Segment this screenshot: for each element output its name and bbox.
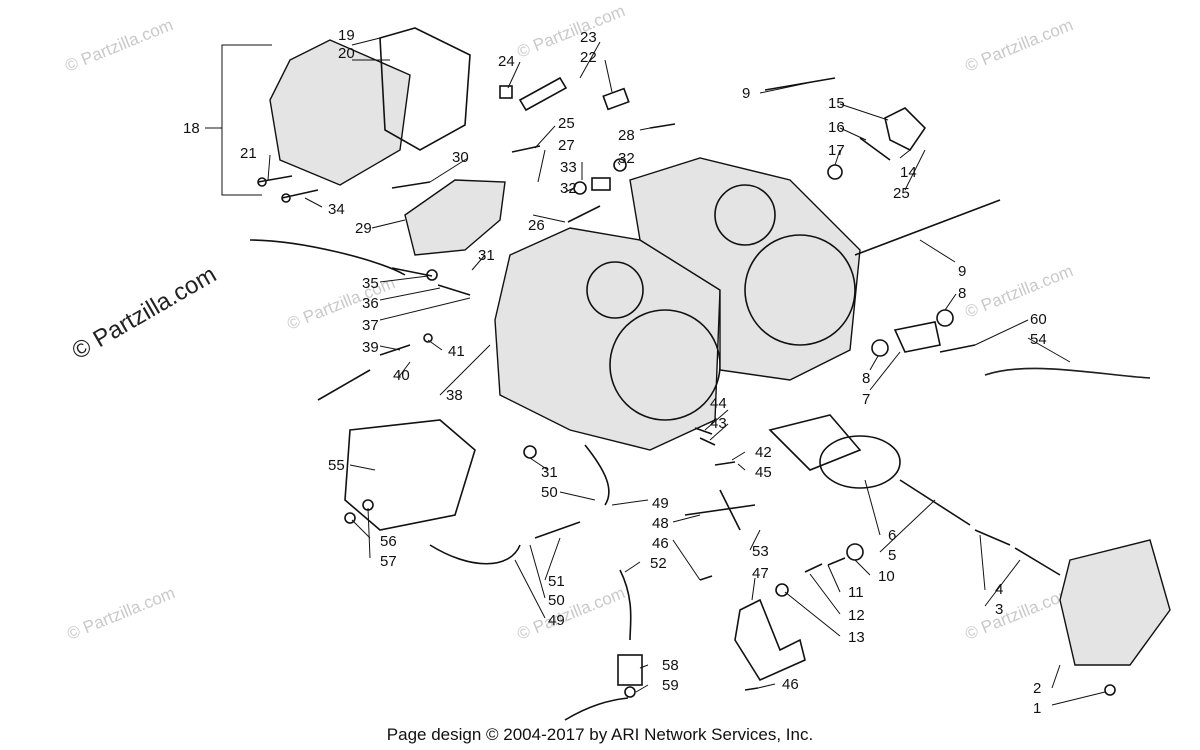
- callout-49: 49: [548, 612, 565, 629]
- leader-lines: [267, 37, 1106, 706]
- mounting-bracket: [734, 598, 806, 682]
- fuel-filter: [617, 654, 643, 686]
- callout-9: 9: [742, 85, 750, 102]
- callout-14: 14: [900, 164, 917, 181]
- callout-34: 34: [328, 201, 345, 218]
- callout-41: 41: [448, 343, 465, 360]
- carburetor-body-left: [494, 227, 721, 451]
- throttle-cover: [344, 419, 476, 531]
- watermark: © Partzilla.com: [64, 583, 177, 644]
- callout-28: 28: [618, 127, 635, 144]
- callout-27: 27: [558, 137, 575, 154]
- callout-7: 7: [862, 391, 870, 408]
- callout-29: 29: [355, 220, 372, 237]
- callout-54: 54: [1030, 331, 1047, 348]
- callout-46: 46: [782, 676, 799, 693]
- float-bowl-bracket: [768, 414, 862, 471]
- callout-48: 48: [652, 515, 669, 532]
- callout-44: 44: [710, 395, 727, 412]
- callout-37: 37: [362, 317, 379, 334]
- callout-50: 50: [541, 484, 558, 501]
- footer-copyright: Page design © 2004-2017 by ARI Network S…: [387, 725, 813, 744]
- callout-32: 32: [560, 180, 577, 197]
- callout-21: 21: [240, 145, 257, 162]
- watermark: © Partzilla.com: [514, 1, 627, 62]
- callout-16: 16: [828, 119, 845, 136]
- callout-43: 43: [710, 415, 727, 432]
- callout-25: 25: [893, 185, 910, 202]
- callout-6: 6: [888, 527, 896, 544]
- callout-60: 60: [1030, 311, 1047, 328]
- callout-49: 49: [652, 495, 669, 512]
- callout-59: 59: [662, 677, 679, 694]
- callout-10: 10: [878, 568, 895, 585]
- callout-57: 57: [380, 553, 397, 570]
- callout-33: 33: [560, 159, 577, 176]
- callout-52: 52: [650, 555, 667, 572]
- watermark: © Partzilla.com: [962, 261, 1075, 322]
- callout-56: 56: [380, 533, 397, 550]
- callout-17: 17: [828, 142, 845, 159]
- callout-9: 9: [958, 263, 966, 280]
- callout-15: 15: [828, 95, 845, 112]
- callout-labels: 19 20 18 21 34 24 23 22 30 29 25 27 28 3…: [183, 27, 1047, 717]
- callout-1: 1: [1033, 700, 1041, 717]
- callout-31: 31: [478, 247, 495, 264]
- callout-45: 45: [755, 464, 772, 481]
- callout-5: 5: [888, 547, 896, 564]
- callout-18: 18: [183, 120, 200, 137]
- callout-19: 19: [338, 27, 355, 44]
- callout-24: 24: [498, 53, 515, 70]
- callout-11: 11: [848, 584, 864, 601]
- choke-cover: [404, 179, 506, 256]
- callout-39: 39: [362, 339, 379, 356]
- callout-30: 30: [452, 149, 469, 166]
- callout-31: 31: [541, 464, 558, 481]
- callout-46: 46: [652, 535, 669, 552]
- callout-22: 22: [580, 49, 597, 66]
- callout-55: 55: [328, 457, 345, 474]
- watermark: © Partzilla.com: [62, 15, 175, 76]
- carburetor-body-right: [629, 157, 861, 381]
- callout-42: 42: [755, 444, 772, 461]
- float-bowl-cap: [1059, 539, 1171, 666]
- callout-35: 35: [362, 275, 379, 292]
- callout-23: 23: [580, 29, 597, 46]
- callout-25: 25: [558, 115, 575, 132]
- watermark: © Partzilla.com: [962, 583, 1075, 644]
- callout-58: 58: [662, 657, 679, 674]
- callout-47: 47: [752, 565, 769, 582]
- callout-32: 32: [618, 150, 635, 167]
- callout-40: 40: [393, 367, 410, 384]
- callout-4: 4: [995, 581, 1003, 598]
- callout-13: 13: [848, 629, 865, 646]
- watermark: © Partzilla.com: [962, 15, 1075, 76]
- top-cover: [269, 39, 411, 186]
- callout-2: 2: [1033, 680, 1041, 697]
- callout-38: 38: [446, 387, 463, 404]
- callout-20: 20: [338, 45, 355, 62]
- callout-3: 3: [995, 601, 1003, 618]
- callout-12: 12: [848, 607, 865, 624]
- callout-36: 36: [362, 295, 379, 312]
- cover-gasket: [379, 27, 471, 151]
- watermark-main: © Partzilla.com: [68, 261, 222, 365]
- callout-51: 51: [548, 573, 565, 590]
- callout-8: 8: [958, 285, 966, 302]
- callout-53: 53: [752, 543, 769, 560]
- callout-50: 50: [548, 592, 565, 609]
- part-drawings: [205, 27, 1171, 721]
- callout-8: 8: [862, 370, 870, 387]
- callout-26: 26: [528, 217, 545, 234]
